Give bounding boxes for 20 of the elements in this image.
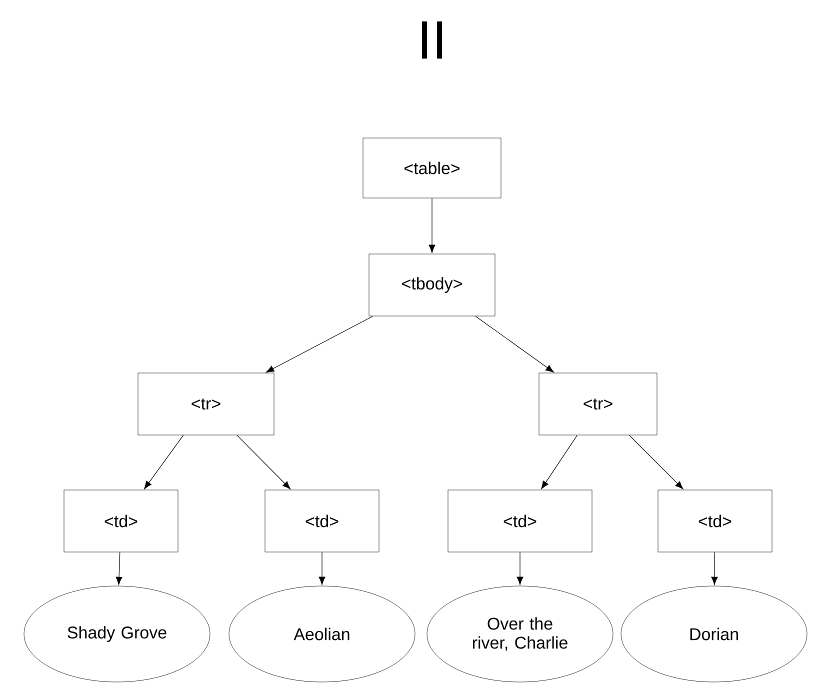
tag-box: <tr> <box>138 372 274 436</box>
arrow <box>266 316 374 373</box>
arrow <box>516 552 524 585</box>
tag-box: <td> <box>64 490 178 552</box>
title: II <box>422 21 442 59</box>
arrow <box>236 434 291 490</box>
arrow <box>628 434 684 490</box>
tag-box: <tr> <box>538 372 658 436</box>
arrow <box>711 552 718 585</box>
tag-box: <table> <box>362 138 502 198</box>
tag-box: <tbody> <box>368 254 496 316</box>
tag-box: <td> <box>448 490 592 552</box>
arrow <box>428 198 436 253</box>
arrow <box>541 434 578 490</box>
arrow <box>144 434 184 490</box>
arrow <box>116 552 122 585</box>
tag-box: <td> <box>264 490 380 552</box>
arrow <box>475 316 554 372</box>
arrow <box>318 552 326 585</box>
tag-box: <td> <box>658 490 772 552</box>
